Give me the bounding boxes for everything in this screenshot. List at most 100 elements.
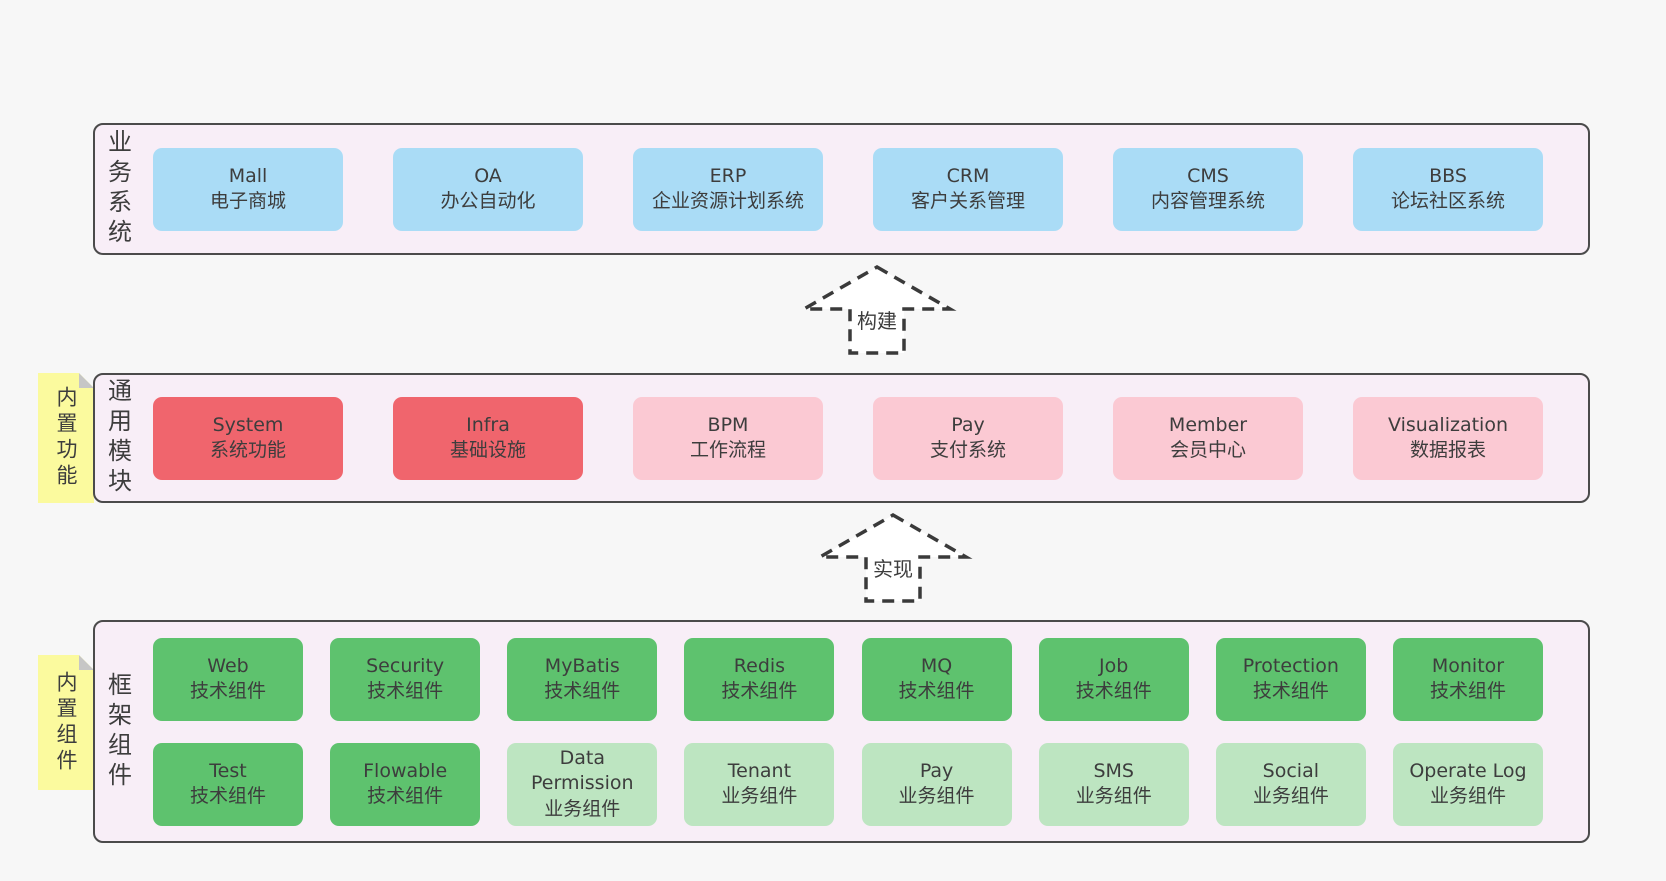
box-subtitle: 办公自动化 [440, 190, 536, 212]
box-subtitle: 技术组件 [544, 680, 621, 702]
box-erp: ERP 企业资源计划系统 [633, 147, 823, 231]
box-subtitle: 业务组件 [721, 785, 798, 807]
sticky-note-label: 内置组件 [54, 670, 78, 775]
box-subtitle: 客户关系管理 [910, 190, 1025, 212]
box-subtitle: 业务组件 [898, 785, 975, 807]
box-cms: CMS 内容管理系统 [1113, 147, 1303, 231]
box-sms: SMS 业务组件 [1038, 742, 1189, 826]
box-web: Web 技术组件 [153, 637, 303, 721]
box-subtitle: 技术组件 [367, 680, 444, 702]
box-title: Data Permission [531, 747, 634, 795]
box-subtitle: 技术组件 [1075, 680, 1152, 702]
box-title: Test [209, 759, 247, 782]
box-social: Social 业务组件 [1215, 742, 1366, 826]
box-title: SMS [1093, 759, 1134, 782]
box-subtitle: 企业资源计划系统 [651, 190, 804, 212]
box-title: Monitor [1431, 654, 1505, 677]
box-title: Flowable [363, 759, 448, 782]
arrow-build-label: 构建 [853, 304, 901, 335]
box-title: Redis [733, 654, 786, 677]
box-subtitle: 业务组件 [1429, 785, 1506, 807]
sticky-note-builtin-components: 内置组件 [38, 655, 94, 790]
box-subtitle: 技术组件 [189, 680, 266, 702]
box-title: ERP [709, 164, 747, 187]
box-subtitle: 支付系统 [929, 439, 1006, 461]
box-title: MQ [920, 654, 953, 677]
box-crm: CRM 客户关系管理 [873, 147, 1063, 231]
box-title: Job [1099, 654, 1129, 677]
box-subtitle: 基础设施 [449, 439, 526, 461]
box-title: Mall [228, 164, 268, 187]
box-title: OA [474, 164, 502, 187]
box-redis: Redis 技术组件 [684, 637, 835, 721]
box-subtitle: 业务组件 [1075, 785, 1152, 807]
box-subtitle: 工作流程 [689, 439, 766, 461]
box-subtitle: 会员中心 [1169, 439, 1246, 461]
box-mybatis: MyBatis 技术组件 [507, 637, 658, 721]
band-business-systems: 业务系统 Mall 电子商城 OA 办公自动化 ERP 企业资源计划系统 CRM 客户关系管理… [93, 123, 1590, 255]
box-subtitle: 技术组件 [721, 680, 798, 702]
sticky-note-label: 内置功能 [54, 386, 78, 490]
box-tenant: Tenant 业务组件 [684, 742, 835, 826]
box-subtitle: 业务组件 [1252, 785, 1329, 807]
folded-corner-icon [79, 373, 94, 388]
box-title: MyBatis [544, 654, 620, 677]
box-subtitle: 技术组件 [1252, 680, 1329, 702]
box-subtitle: 技术组件 [898, 680, 975, 702]
band-title: 业务系统 [103, 129, 132, 249]
box-bpm: BPM 工作流程 [633, 396, 823, 480]
band-content: Mall 电子商城 OA 办公自动化 ERP 企业资源计划系统 CRM 客户关系管理 CMS 内容… [95, 125, 1588, 253]
box-pay: Pay 业务组件 [861, 742, 1012, 826]
box-subtitle: 技术组件 [367, 785, 444, 807]
box-title: Tenant [727, 759, 792, 782]
box-title: Pay [919, 759, 954, 782]
box-test: Test 技术组件 [153, 742, 303, 826]
arrow-build: 构建 [797, 264, 957, 356]
box-subtitle: 技术组件 [189, 785, 266, 807]
box-subtitle: 论坛社区系统 [1390, 190, 1505, 212]
box-title: Security [366, 654, 445, 677]
box-title: BPM [707, 413, 749, 436]
box-title: Pay [951, 413, 985, 436]
band-row: Mall 电子商城 OA 办公自动化 ERP 企业资源计划系统 CRM 客户关系管理 CMS 内容… [153, 147, 1543, 231]
box-subtitle: 业务组件 [544, 797, 621, 820]
box-mq: MQ 技术组件 [861, 637, 1012, 721]
box-flowable: Flowable 技术组件 [330, 742, 481, 826]
sticky-note-builtin-features: 内置功能 [38, 373, 94, 503]
band-title: 通用模块 [103, 378, 132, 498]
box-title: Visualization [1387, 413, 1508, 436]
box-subtitle: 数据报表 [1409, 439, 1486, 461]
box-title: Protection [1242, 654, 1339, 677]
band-title: 框架组件 [103, 671, 132, 792]
box-title: Member [1168, 413, 1248, 436]
box-subtitle: 内容管理系统 [1150, 190, 1265, 212]
box-title: System [212, 413, 284, 436]
arrow-implement-label: 实现 [869, 552, 917, 583]
box-security: Security 技术组件 [330, 637, 481, 721]
box-title: Social [1262, 759, 1320, 782]
box-title: CRM [946, 164, 990, 187]
box-title: Operate Log [1409, 759, 1527, 782]
folded-corner-icon [79, 655, 94, 670]
box-title: Web [207, 654, 249, 677]
box-subtitle: 系统功能 [209, 439, 286, 461]
box-protection: Protection 技术组件 [1215, 637, 1366, 721]
box-system: System 系统功能 [153, 396, 343, 480]
box-mall: Mall 电子商城 [153, 147, 343, 231]
box-member: Member 会员中心 [1113, 396, 1303, 480]
box-subtitle: 电子商城 [209, 190, 286, 212]
box-title: CMS [1187, 164, 1229, 187]
box-operate-log: Operate Log 业务组件 [1392, 742, 1543, 826]
